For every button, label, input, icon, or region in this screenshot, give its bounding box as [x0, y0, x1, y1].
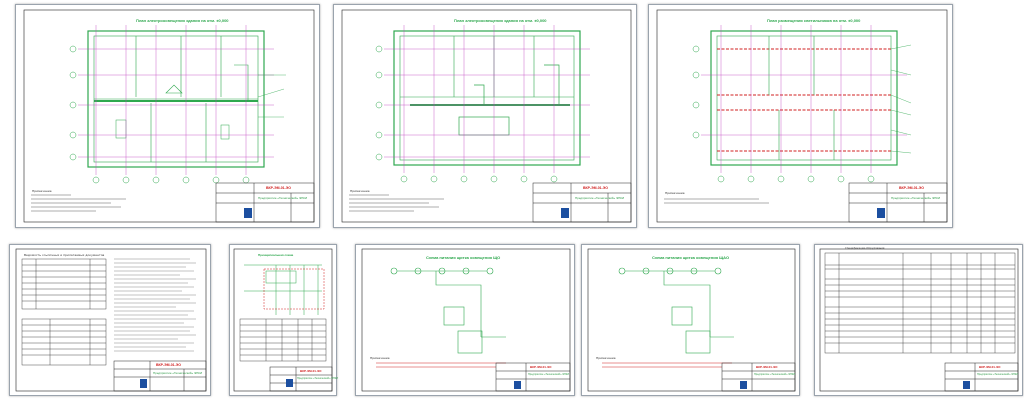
sheet-title: Схема питания щитка освещения ЩАО — [652, 255, 730, 260]
schematic-diagram-drawing — [233, 248, 333, 392]
sheet-code: ВКР-ЭМ-01-ЭО — [899, 186, 925, 190]
organization-name: Предприятие «Технический» ЭПКИ — [258, 196, 308, 200]
organization-name: Предприятие «Технический» ЭПКИ — [575, 196, 625, 200]
sheet-note: Примечание — [350, 189, 370, 193]
organization-name: Предприятие «Технический» ЭПКИ — [297, 377, 339, 380]
sheet-note: Примечание — [32, 189, 52, 193]
specification-table-drawing — [819, 248, 1019, 392]
sheet-note: Примечание — [665, 191, 685, 195]
sheet-code: ВКР-ЭМ-01-ЭО — [156, 363, 182, 367]
drawing-sheet-3[interactable]: План размещения светильников на отм. ±0,… — [648, 4, 953, 228]
document-list-drawing — [15, 248, 207, 392]
drawing-sheet-6[interactable]: Схема питания щитка освещения ЩО Примеча… — [355, 244, 575, 396]
sheet-note: Примечание — [370, 356, 390, 360]
sheet-title: Принципиальная схема — [258, 253, 294, 257]
sheet-title: Спецификация оборудования — [845, 247, 885, 250]
sheet-code: ВКР-ЭМ-01-ЭО — [266, 186, 292, 190]
lighting-schema-drawing — [587, 248, 796, 392]
floor-plan-drawing — [23, 9, 315, 223]
sheet-title: План электроосвещения здания на отм. ±0,… — [454, 18, 547, 23]
sheet-title: Ведомость ссылочных и прилагаемых докуме… — [24, 253, 105, 257]
sheet-note: Примечание — [596, 356, 616, 360]
drawing-sheet-4[interactable]: Ведомость ссылочных и прилагаемых докуме… — [9, 244, 211, 396]
sheet-title: Схема питания щитка освещения ЩО — [426, 255, 501, 260]
sheet-title: План размещения светильников на отм. ±0,… — [767, 18, 861, 23]
organization-name: Предприятие «Технический» ЭПКИ — [977, 373, 1019, 376]
sheet-code: ВКР-ЭМ-01-ЭО — [300, 369, 322, 373]
organization-name: Предприятие «Технический» ЭПКИ — [754, 373, 796, 376]
organization-name: Предприятие «Технический» ЭПКИ — [153, 371, 203, 375]
drawing-sheet-5[interactable]: Принципиальная схема ВКР-ЭМ-01-ЭО Предпр… — [229, 244, 339, 396]
sheet-code: ВКР-ЭМ-01-ЭО — [530, 365, 552, 369]
drawing-sheet-8[interactable]: Спецификация оборудования ВКР-ЭМ-01-ЭО П… — [814, 244, 1023, 396]
drawing-sheet-7[interactable]: Схема питания щитка освещения ЩАО Примеч… — [581, 244, 800, 396]
lighting-schema-drawing — [361, 248, 571, 392]
sheet-title: План электроосвещения здания на отм. ±0,… — [136, 18, 229, 23]
floor-plan-drawing — [656, 9, 948, 223]
sheet-code: ВКР-ЭМ-01-ЭО — [979, 365, 1001, 369]
sheet-code: ВКР-ЭМ-01-ЭО — [583, 186, 609, 190]
floor-plan-drawing — [341, 9, 632, 223]
sheet-code: ВКР-ЭМ-01-ЭО — [756, 365, 778, 369]
drawing-sheet-1[interactable]: План электроосвещения здания на отм. ±0,… — [15, 4, 320, 228]
organization-name: Предприятие «Технический» ЭПКИ — [891, 196, 941, 200]
organization-name: Предприятие «Технический» ЭПКИ — [528, 373, 570, 376]
drawing-sheet-2[interactable]: План электроосвещения здания на отм. ±0,… — [333, 4, 637, 228]
